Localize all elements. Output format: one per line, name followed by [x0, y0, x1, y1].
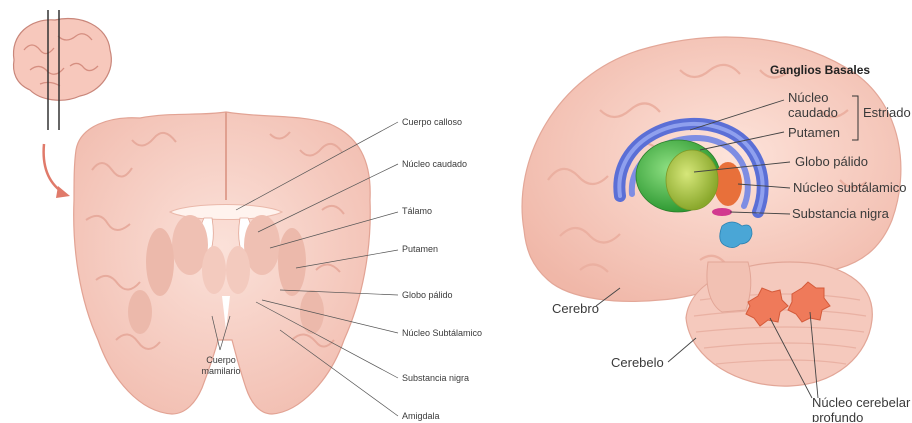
label-nucleo-subtalamico-right: Núcleo subtálamico	[793, 181, 906, 194]
small-brain-icon	[13, 10, 111, 130]
label-cuerpo-mamilario-line2: mamilario	[198, 367, 244, 376]
label-nucleo-caudado-right-2: caudado	[788, 106, 838, 119]
label-putamen-right: Putamen	[788, 126, 840, 139]
label-cerebro: Cerebro	[552, 302, 599, 315]
label-putamen-left: Putamen	[402, 245, 438, 254]
label-cuerpo-mamilario-line1: Cuerpo	[198, 356, 244, 365]
label-cuerpo-calloso: Cuerpo calloso	[402, 118, 462, 127]
ganglios-basales-title: Ganglios Basales	[770, 64, 870, 76]
red-curved-arrow	[44, 144, 70, 198]
label-nucleo-caudado-right-1: Núcleo	[788, 91, 828, 104]
label-amigdala: Amigdala	[402, 412, 440, 421]
label-nucleo-cerebelar-2: profundo	[812, 411, 863, 422]
cerebellum-shape	[686, 262, 872, 386]
label-globo-palido-right: Globo pálido	[795, 155, 868, 168]
label-globo-palido-left: Globo pálido	[402, 291, 453, 300]
label-estriado: Estriado	[863, 106, 911, 119]
label-substancia-nigra-right: Substancia nigra	[792, 207, 889, 220]
label-substancia-nigra-left: Substancia nigra	[402, 374, 469, 383]
label-nucleo-cerebelar-1: Núcleo cerebelar	[812, 396, 910, 409]
label-cuerpo-mamilario: Cuerpo mamilario	[198, 356, 244, 376]
label-cerebelo: Cerebelo	[611, 356, 664, 369]
label-talamo: Tálamo	[402, 207, 432, 216]
label-nucleo-caudado-left: Núcleo caudado	[402, 160, 467, 169]
label-nucleo-subtalamico-left: Núcleo Subtálamico	[402, 329, 482, 338]
